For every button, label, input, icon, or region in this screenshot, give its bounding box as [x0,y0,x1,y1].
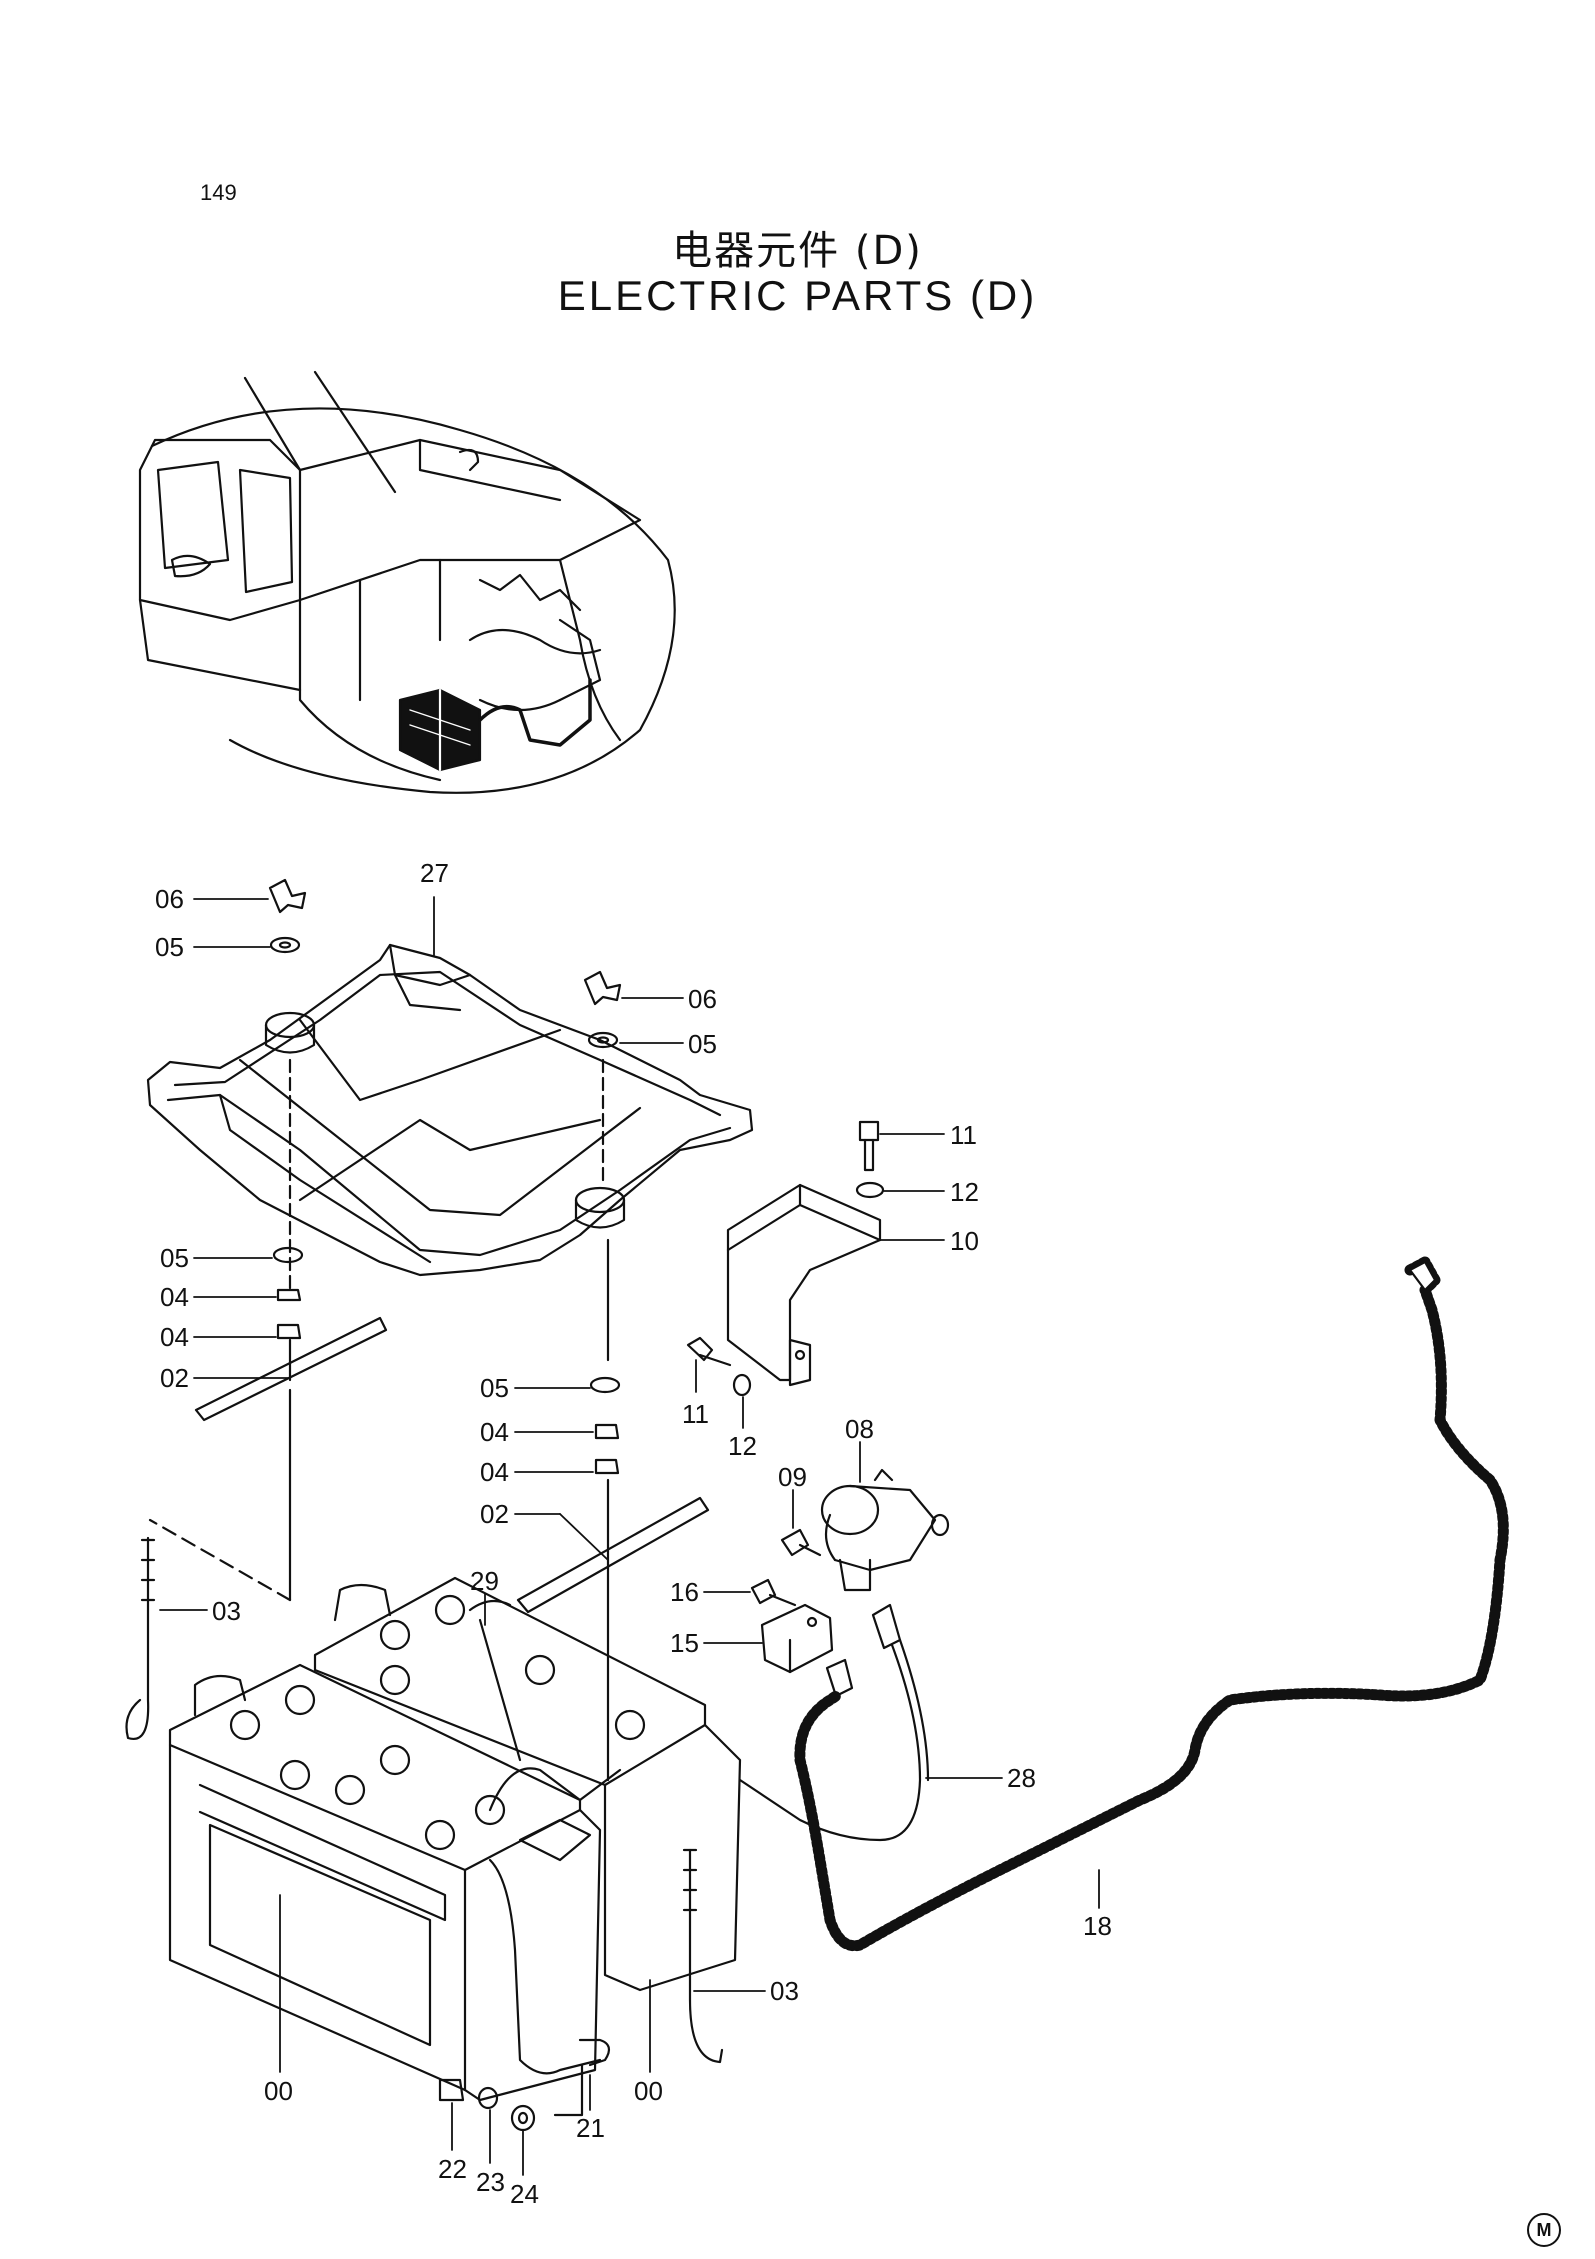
callout-06-left: 06 [155,884,184,914]
callout-00-front: 00 [264,2076,293,2106]
nut-left-2 [276,1323,302,1340]
tie-bar-left [194,1316,388,1422]
callout-21: 21 [576,2113,605,2143]
wing-nut-left [268,878,307,914]
screw-16 [750,1578,777,1605]
callout-05-right: 05 [688,1029,717,1059]
callout-12-upper: 12 [950,1177,979,1207]
callout-00-rear: 00 [634,2076,663,2106]
callout-04-right-b: 04 [480,1457,509,1487]
callout-08: 08 [845,1414,874,1444]
battery-cover [146,943,754,1277]
lock-washer-23 [477,2086,499,2110]
mounting-bracket [726,1183,882,1387]
battery-rear [313,1576,742,1992]
washer-left-bottom [272,1246,304,1264]
callout-18: 18 [1083,1911,1112,1941]
excavator-overview-inset [138,370,676,794]
callout-02-left: 02 [160,1363,189,1393]
callout-29: 29 [470,1566,499,1596]
page-title-chinese: 电器元件 (D) [672,228,923,274]
callout-09: 09 [778,1462,807,1492]
callout-10: 10 [950,1226,979,1256]
callout-23: 23 [476,2167,505,2197]
callout-05-left: 05 [155,932,184,962]
corner-mark-badge: M [1527,2213,1561,2247]
callout-28: 28 [1007,1763,1036,1793]
battery-relay [820,1468,950,1592]
wire-harness-18 [794,1256,1509,1952]
bolt-11-head-upper [858,1120,880,1142]
tie-bar-right [516,1496,710,1614]
callout-15: 15 [670,1628,699,1658]
callout-03-left: 03 [212,1596,241,1626]
callout-06-right: 06 [688,984,717,1014]
nut-left-1 [276,1288,302,1302]
callout-05-lower-left: 05 [160,1243,189,1273]
callout-11-upper: 11 [950,1120,977,1150]
callout-22: 22 [438,2154,467,2184]
callout-04-left-b: 04 [160,1322,189,1352]
connector-15 [760,1603,834,1674]
callout-02-right: 02 [480,1499,509,1529]
bolt-11-head-lower [686,1336,714,1362]
nut-22 [438,2078,465,2102]
callout-05-lower-right: 05 [480,1373,509,1403]
hook-bolt-left [125,1536,150,1741]
screw-09 [780,1528,810,1557]
battery-front [168,1663,602,2102]
callout-04-left-a: 04 [160,1282,189,1312]
page-title-english: ELECTRIC PARTS (D) [557,272,1038,319]
callout-16: 16 [670,1577,699,1607]
wing-nut-right [583,970,622,1006]
washer-24 [510,2104,536,2132]
callout-11-lower: 11 [682,1399,709,1429]
jumper-cable-29 [488,1767,622,1812]
washer-left-top [269,936,301,954]
callout-04-right-a: 04 [480,1417,509,1447]
ground-cable-21 [488,1858,602,2075]
hook-bolt-right [688,1848,724,2064]
battery-location-highlight [398,688,482,772]
page-number: 149 [200,180,237,205]
callout-labels: 06 05 27 06 05 11 12 10 05 04 04 02 05 0… [155,858,1112,2209]
battery-cable-28 [738,1603,930,1842]
callout-12-lower: 12 [728,1431,757,1461]
callout-03-right: 03 [770,1976,799,2006]
callout-24: 24 [510,2179,539,2209]
callout-27: 27 [420,858,449,888]
